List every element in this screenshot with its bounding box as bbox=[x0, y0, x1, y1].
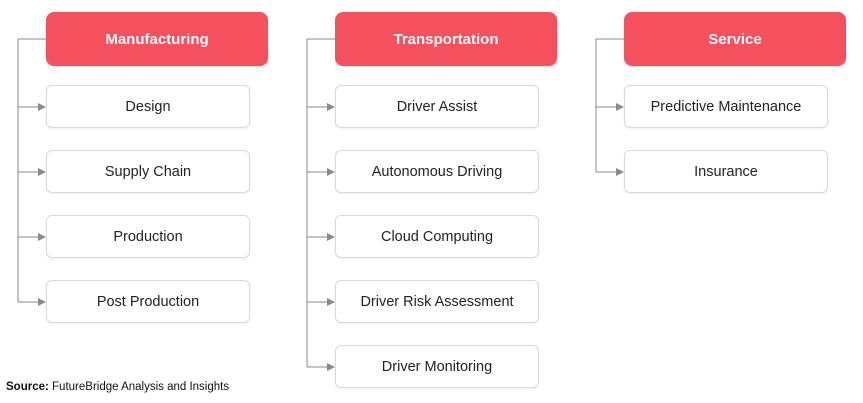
source-note: Source: FutureBridge Analysis and Insigh… bbox=[6, 381, 229, 393]
header-transportation: Transportation bbox=[335, 12, 557, 66]
node-supply-chain: Supply Chain bbox=[46, 150, 250, 193]
node-insurance: Insurance bbox=[624, 150, 828, 193]
header-service: Service bbox=[624, 12, 846, 66]
node-driver-monitoring: Driver Monitoring bbox=[335, 345, 539, 388]
node-autonomous-driving: Autonomous Driving bbox=[335, 150, 539, 193]
source-text: FutureBridge Analysis and Insights bbox=[52, 381, 230, 393]
node-driver-assist: Driver Assist bbox=[335, 85, 539, 128]
node-driver-risk-assessment: Driver Risk Assessment bbox=[335, 280, 539, 323]
source-label: Source: bbox=[6, 381, 49, 393]
node-predictive-maintenance: Predictive Maintenance bbox=[624, 85, 828, 128]
node-cloud-computing: Cloud Computing bbox=[335, 215, 539, 258]
header-manufacturing: Manufacturing bbox=[46, 12, 268, 66]
node-post-production: Post Production bbox=[46, 280, 250, 323]
node-production: Production bbox=[46, 215, 250, 258]
node-design: Design bbox=[46, 85, 250, 128]
